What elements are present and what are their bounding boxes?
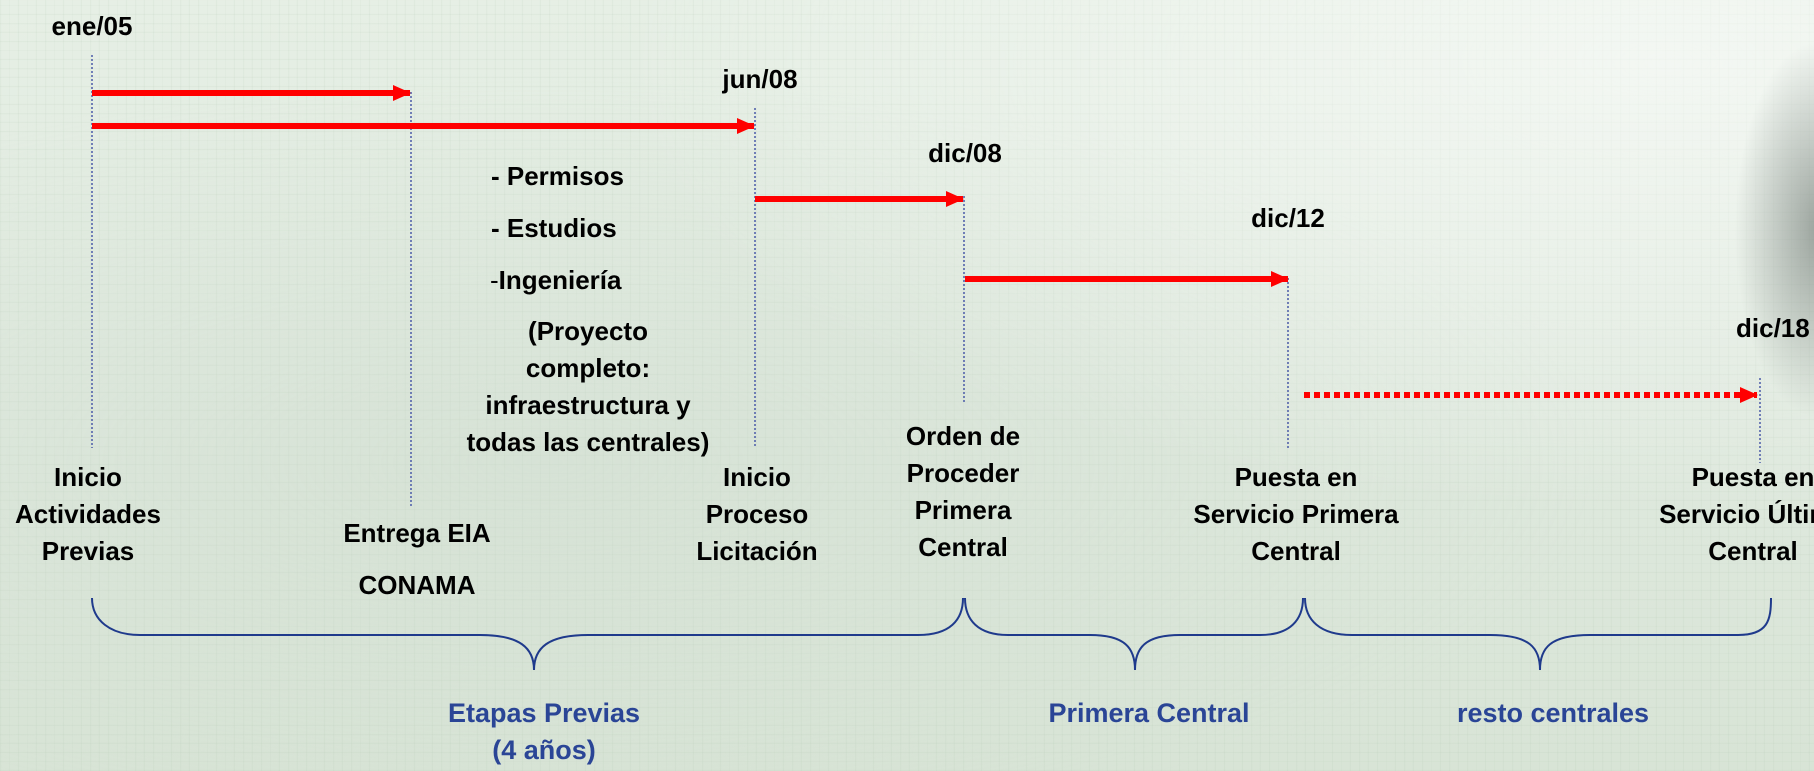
date-jun08: jun/08 — [722, 64, 798, 94]
milestone-line: Orden de — [905, 421, 1021, 451]
date-dic12: dic/12 — [1251, 203, 1325, 233]
proyecto-line-4: todas las centrales) — [466, 427, 710, 457]
activity-ingenieria-dash: - — [490, 265, 499, 295]
activity-permisos: - Permisos — [491, 161, 624, 191]
background-rock-decoration — [1734, 40, 1814, 420]
phase-resto-centrales: resto centrales — [1456, 698, 1650, 728]
milestone-line: Primera — [914, 495, 1012, 525]
milestone-line: Actividades — [15, 499, 161, 529]
milestone-line: Servicio Última — [1659, 499, 1814, 529]
milestone-line: Servicio Primera — [1193, 499, 1399, 529]
milestone-inicio-actividades: Inicio Actividades Previas — [15, 459, 161, 570]
milestone-inicio-proceso: Inicio Proceso Licitación — [696, 459, 817, 570]
milestone-entrega-eia: Entrega EIA CONAMA — [343, 507, 490, 611]
date-ene05: ene/05 — [51, 11, 133, 41]
proyecto-line-2: completo: — [525, 353, 651, 383]
milestone-puesta-ultima: Puesta en Servicio Última Central — [1648, 459, 1814, 570]
milestone-line: Entrega EIA — [343, 518, 491, 548]
phase-line: Etapas Previas — [447, 698, 641, 728]
activity-estudios: - Estudios — [491, 213, 617, 243]
phase-line: (4 años) — [492, 735, 596, 765]
milestone-line: Puesta en — [1691, 462, 1814, 492]
date-dic18: dic/18 — [1736, 313, 1810, 343]
date-dic08: dic/08 — [928, 138, 1002, 168]
activity-proyecto: (Proyecto completo: infraestructura y to… — [467, 313, 710, 461]
phase-etapas-previas: Etapas Previas (4 años) — [448, 695, 640, 769]
milestone-line: Proceso — [705, 499, 809, 529]
activity-ingenieria: -Ingeniería — [490, 262, 622, 299]
brace-resto-centrales — [1304, 597, 1772, 671]
milestone-line: Central — [918, 532, 1008, 562]
milestone-line: Inicio — [54, 462, 122, 492]
proyecto-line-3: infraestructura y — [485, 390, 691, 420]
milestone-line: CONAMA — [358, 570, 476, 600]
milestone-line: Central — [1708, 536, 1798, 566]
proyecto-line-1: (Proyecto — [528, 316, 648, 346]
milestone-line: Previas — [41, 536, 135, 566]
milestone-line: Central — [1251, 536, 1341, 566]
brace-etapas-previas — [91, 597, 964, 671]
phase-primera-central: Primera Central — [1048, 698, 1250, 728]
milestone-line: Puesta en — [1234, 462, 1358, 492]
milestone-line: Proceder — [906, 458, 1020, 488]
milestone-line: Licitación — [696, 536, 818, 566]
milestone-puesta-primera: Puesta en Servicio Primera Central — [1193, 459, 1398, 570]
brace-primera-central — [964, 597, 1304, 671]
milestone-line: Inicio — [723, 462, 791, 492]
activity-ingenieria-label: Ingeniería — [498, 265, 622, 295]
milestone-orden-proceder: Orden de Proceder Primera Central — [906, 418, 1020, 566]
